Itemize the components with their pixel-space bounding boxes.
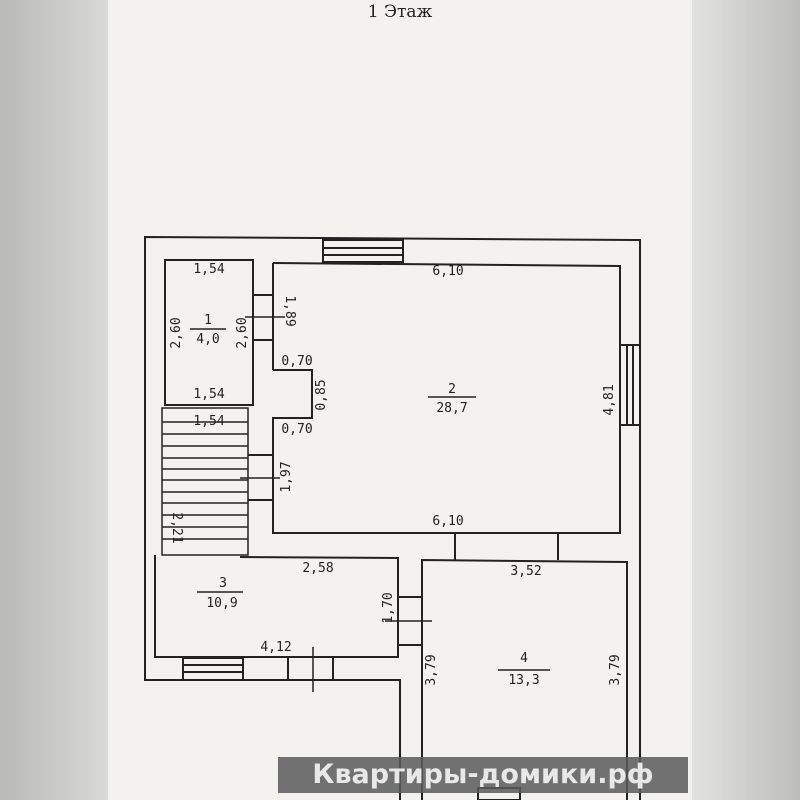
watermark: Квартиры-домики.рф (278, 757, 688, 793)
dim-r1-left: 2,60 (169, 317, 184, 348)
dim-stair-top: 1,54 (193, 414, 224, 429)
dim-r2-bottom: 6,10 (432, 514, 463, 529)
photo-background-left (0, 0, 110, 800)
dim-niche-side: 0,85 (314, 379, 329, 410)
dim-niche-top: 0,70 (281, 354, 312, 369)
window-right (619, 344, 641, 426)
dim-r3-right: 1,70 (381, 592, 396, 623)
window-bottom-left (182, 657, 244, 681)
room-4-number: 4 (520, 651, 528, 666)
niche (272, 369, 313, 455)
room-2-number: 2 (448, 382, 456, 397)
room-3-area: 10,9 (206, 596, 237, 611)
room-2 (272, 262, 621, 534)
dim-r3-top: 2,58 (302, 561, 333, 576)
room-1-number: 1 (204, 313, 212, 328)
door-3-4 (385, 596, 432, 646)
room-3 (154, 555, 399, 658)
dim-r3-bottom: 4,12 (260, 640, 291, 655)
dim-r4-right: 3,79 (608, 654, 623, 685)
room-4-area: 13,3 (508, 673, 539, 688)
dim-r4-left: 3,79 (424, 654, 439, 685)
outer-wall (144, 235, 641, 800)
dim-r4-top: 3,52 (510, 564, 541, 579)
dim-niche-bottom: 0,70 (281, 422, 312, 437)
room-1-area: 4,0 (196, 332, 219, 347)
dim-r2-top: 6,10 (432, 264, 463, 279)
door-1-2 (245, 294, 285, 341)
floor-title: 1 Этаж (367, 2, 433, 22)
dim-stair-side: 2,21 (169, 512, 184, 543)
room-4 (421, 558, 628, 800)
dim-r2-right: 4,81 (602, 384, 617, 415)
dim-door-1-2: 1,89 (282, 295, 297, 326)
staircase (161, 407, 249, 556)
dim-r1-right: 2,60 (235, 317, 250, 348)
room-3-number: 3 (219, 576, 227, 591)
door-stair-2 (240, 454, 280, 501)
dim-r1-top: 1,54 (193, 262, 224, 277)
entrance-door (287, 647, 334, 692)
paper-sheet (108, 0, 692, 800)
photo-background-right (690, 0, 800, 800)
window-top (322, 239, 404, 263)
dim-corridor: 1,97 (279, 461, 294, 492)
passage-2-4 (454, 533, 559, 560)
room-2-area: 28,7 (436, 401, 467, 416)
room-1 (164, 259, 254, 406)
dim-r1-bottom: 1,54 (193, 387, 224, 402)
